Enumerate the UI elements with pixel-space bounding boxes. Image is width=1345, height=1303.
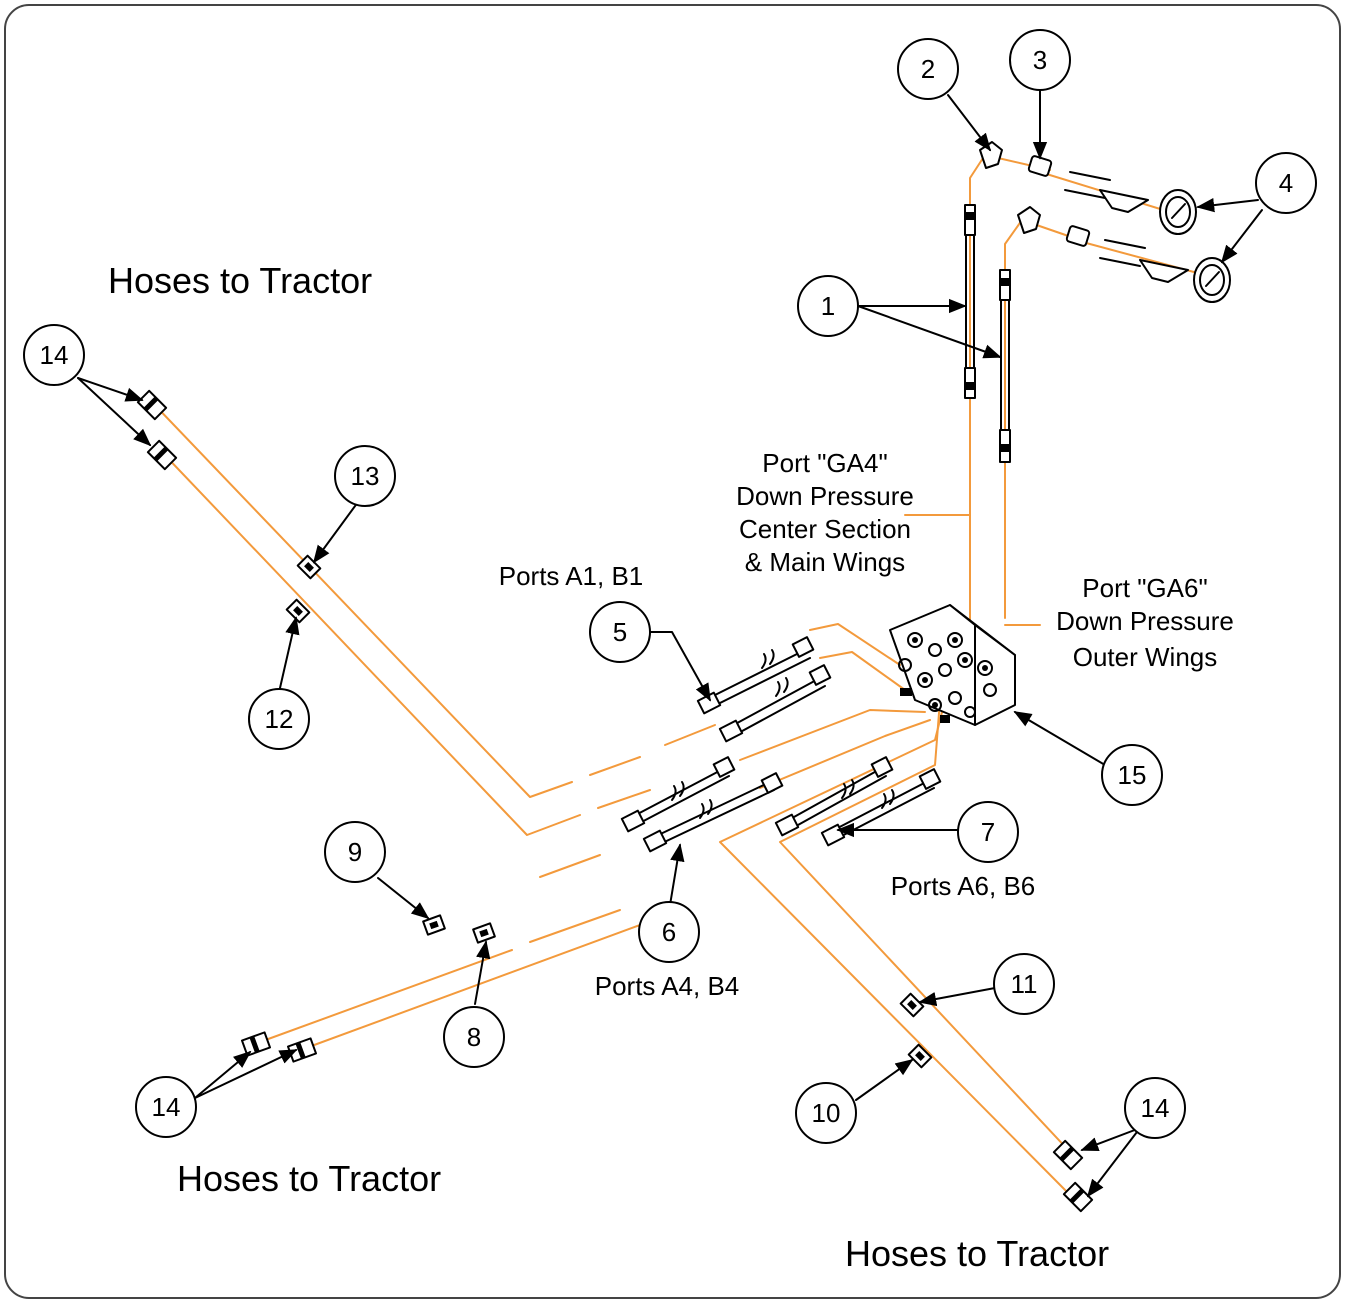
svg-text:14: 14 [1141,1093,1170,1123]
svg-text:9: 9 [348,837,362,867]
hose-b4-lower [305,924,641,1049]
callout-12: 12 [248,688,310,750]
callout-8: 8 [443,1006,505,1068]
svg-text:6: 6 [662,917,676,947]
svg-text:2: 2 [921,54,935,84]
drawing-frame [4,4,1341,1299]
port-ga4-label: Port "GA4" Down Pressure Center Section … [736,448,914,577]
callout-1: 1 [797,275,859,337]
callouts: 1 2 3 4 5 6 7 8 9 10 11 12 13 14 14 14 1… [23,29,1317,1144]
callout-13: 13 [334,445,396,507]
callout-14c: 14 [1124,1077,1186,1139]
text-labels: Hoses to Tractor Hoses to Tractor Hoses … [108,260,1234,1274]
svg-text:7: 7 [981,817,995,847]
hose-ga6-to-gauge [1004,219,1081,619]
callout-15: 15 [1101,744,1163,806]
callout-5: 5 [589,601,651,663]
hose-a1-upper [149,399,573,798]
ports-a1-b1-label: Ports A1, B1 [499,561,644,591]
port-ga6-label: Port "GA6" Down Pressure Outer Wings [1056,573,1234,672]
svg-text:5: 5 [613,617,627,647]
hose-tags [285,554,933,1069]
manifold-valve-block [889,604,1016,726]
svg-text:Outer Wings: Outer Wings [1073,642,1218,672]
hose-a4-lower [259,949,513,1043]
svg-text:4: 4 [1279,168,1293,198]
callout-6: 6 [638,901,700,963]
svg-text:Center Section: Center Section [739,514,911,544]
hoses-to-tractor-label-left: Hoses to Tractor [177,1158,441,1199]
svg-text:3: 3 [1033,45,1047,75]
callout-11: 11 [993,953,1055,1015]
elbow-fitting [979,141,1041,234]
leader-lines [77,89,1263,1198]
svg-text:12: 12 [265,704,294,734]
svg-text:11: 11 [1011,969,1038,999]
callout-7: 7 [957,801,1019,863]
coupler-fitting [1027,155,1091,247]
ports-a6-b6-label: Ports A6, B6 [891,871,1036,901]
callout-3: 3 [1009,29,1071,91]
svg-text:Down Pressure: Down Pressure [736,481,914,511]
gauge-assembly [979,141,1231,303]
gauge-hose [964,204,1011,463]
callout-14b: 14 [135,1076,197,1138]
hoses-to-tractor-label-top: Hoses to Tractor [108,260,372,301]
svg-text:10: 10 [812,1098,841,1128]
pressure-gauge [1159,189,1231,303]
svg-text:15: 15 [1118,760,1147,790]
svg-text:1: 1 [821,291,835,321]
svg-text:Port "GA4": Port "GA4" [762,448,887,478]
hose-b1-upper [159,449,581,836]
callout-4a: 4 [1255,152,1317,214]
svg-text:Port "GA6": Port "GA6" [1082,573,1207,603]
callout-14a: 14 [23,324,85,386]
svg-text:13: 13 [351,461,380,491]
callout-2: 2 [897,38,959,100]
svg-text:14: 14 [152,1092,181,1122]
hose-section-a4b4 [620,756,784,853]
callout-9: 9 [324,821,386,883]
svg-text:14: 14 [40,340,69,370]
ports-a4-b4-label: Ports A4, B4 [595,971,740,1001]
svg-text:& Main Wings: & Main Wings [745,547,905,577]
callout-10: 10 [795,1082,857,1144]
svg-text:8: 8 [467,1022,481,1052]
svg-text:Down Pressure: Down Pressure [1056,606,1234,636]
hoses-to-tractor-label-right: Hoses to Tractor [845,1233,1109,1274]
quick-coupler-tips [136,389,1094,1213]
hose-section-a1b1 [696,636,832,743]
